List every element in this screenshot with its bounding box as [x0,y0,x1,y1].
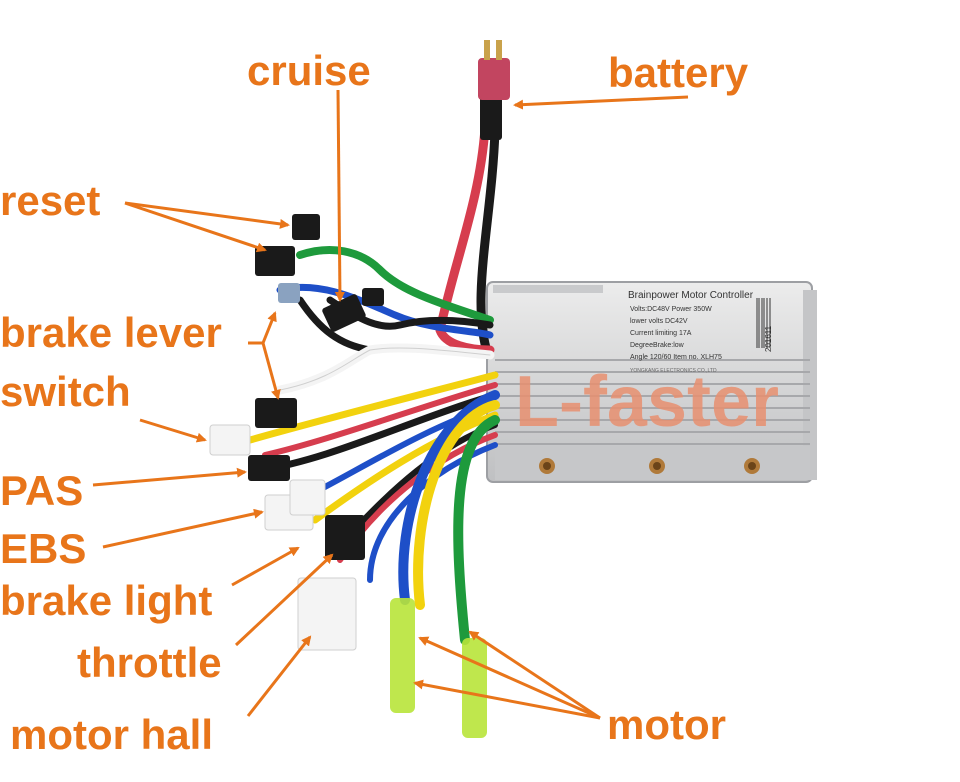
mounting-screw [539,458,760,474]
controller-housing [486,281,817,483]
cruise-connector [322,288,384,332]
label-ebs: EBS [0,525,87,572]
controller-spec-line: lower volts DC42V [630,318,688,325]
serial-barcode [756,298,771,348]
battery-connector [478,40,510,140]
controller-spec-line: Volts:DC48V Power 350W [630,306,712,313]
controller-title: Brainpower Motor Controller [628,290,754,301]
label-throttle: throttle [77,639,222,686]
reset-connector [255,214,320,276]
controller-spec-line: Current limiting 17A [630,330,692,337]
controller-maker: YONGKANG ELECTRONICS CO.,LTD [630,368,717,374]
label-motor-hall: motor hall [10,711,214,758]
brake-light-connector [325,515,365,560]
label-brake-lever: brake lever [0,309,222,356]
motor-terminal [390,598,487,738]
controller-spec-line: DegreeBrake:low [630,342,684,349]
label-switch: switch [0,368,131,415]
label-battery: battery [608,49,749,96]
label-pas: PAS [0,467,84,514]
switch-connector [209,424,251,456]
controller-serial: 201611 [764,325,773,352]
wire-bundle [246,123,500,645]
annotation-arrows [92,89,689,720]
label-cruise: cruise [247,47,371,94]
brake-lever-connector [255,283,300,428]
label-motor: motor [607,701,726,748]
label-brake-light: brake light [0,577,213,624]
motor-hall-connector [297,577,357,651]
ebs-connector [264,479,326,531]
label-reset: reset [0,177,101,224]
watermark-text: L-faster [515,362,780,442]
pas-connector [248,455,290,481]
controller-spec-line: Angle 120/60 Item no. XLH75 [630,354,722,361]
